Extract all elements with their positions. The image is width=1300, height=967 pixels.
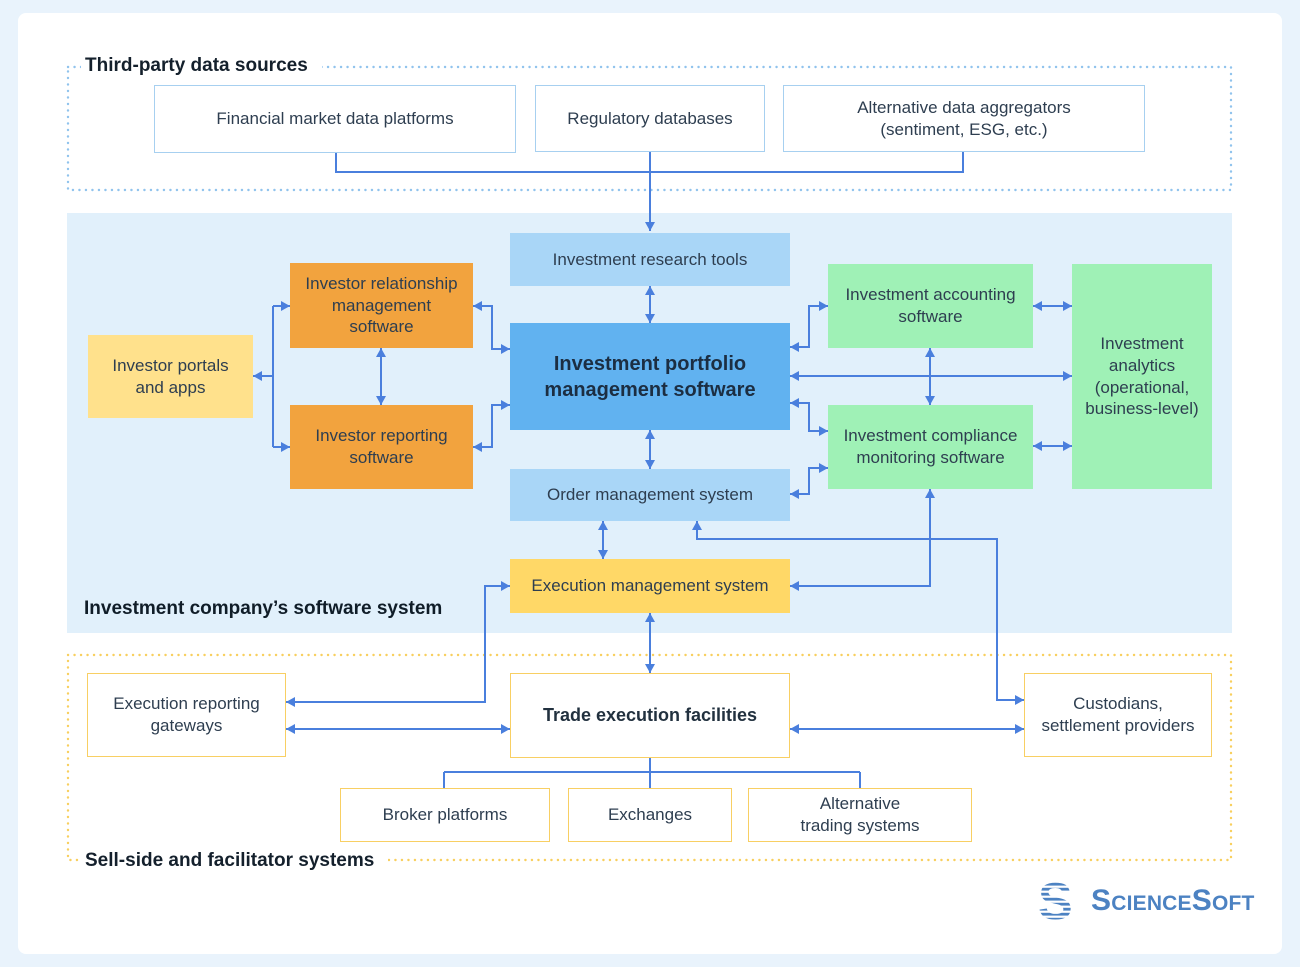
sciencesoft-logo-icon: S bbox=[1036, 881, 1082, 921]
box-investment-accounting-software: Investment accounting software bbox=[828, 264, 1033, 348]
box-investor-portals-apps: Investor portals and apps bbox=[88, 335, 253, 418]
box-investor-reporting-software: Investor reporting software bbox=[290, 405, 473, 489]
box-execution-management-system: Execution management system bbox=[510, 559, 790, 613]
box-investor-relationship-management: Investor relationship management softwar… bbox=[290, 263, 473, 348]
box-order-management-system: Order management system bbox=[510, 469, 790, 521]
box-investment-compliance-monitoring: Investment compliance monitoring softwar… bbox=[828, 405, 1033, 489]
box-broker-platforms: Broker platforms bbox=[340, 788, 550, 842]
box-regulatory-databases: Regulatory databases bbox=[535, 85, 765, 152]
sciencesoft-logo-text: ScienceSoft bbox=[1091, 884, 1255, 917]
box-investment-portfolio-management-software: Investment portfolio management software bbox=[510, 323, 790, 430]
box-financial-market-data-platforms: Financial market data platforms bbox=[154, 85, 516, 153]
box-exchanges: Exchanges bbox=[568, 788, 732, 842]
box-execution-reporting-gateways: Execution reporting gateways bbox=[87, 673, 286, 757]
sciencesoft-logo: S ScienceSoft bbox=[1036, 881, 1255, 921]
section-title-company: Investment company’s software system bbox=[84, 598, 443, 619]
box-investment-analytics: Investment analytics (operational, busin… bbox=[1072, 264, 1212, 489]
box-custodians-settlement-providers: Custodians, settlement providers bbox=[1024, 673, 1212, 757]
box-alternative-data-aggregators: Alternative data aggregators (sentiment,… bbox=[783, 85, 1145, 152]
box-alternative-trading-systems: Alternative trading systems bbox=[748, 788, 972, 842]
section-title-third-party: Third-party data sources bbox=[81, 54, 322, 78]
box-trade-execution-facilities: Trade execution facilities bbox=[510, 673, 790, 758]
section-title-sell-side: Sell-side and facilitator systems bbox=[81, 849, 389, 873]
box-investment-research-tools: Investment research tools bbox=[510, 233, 790, 286]
